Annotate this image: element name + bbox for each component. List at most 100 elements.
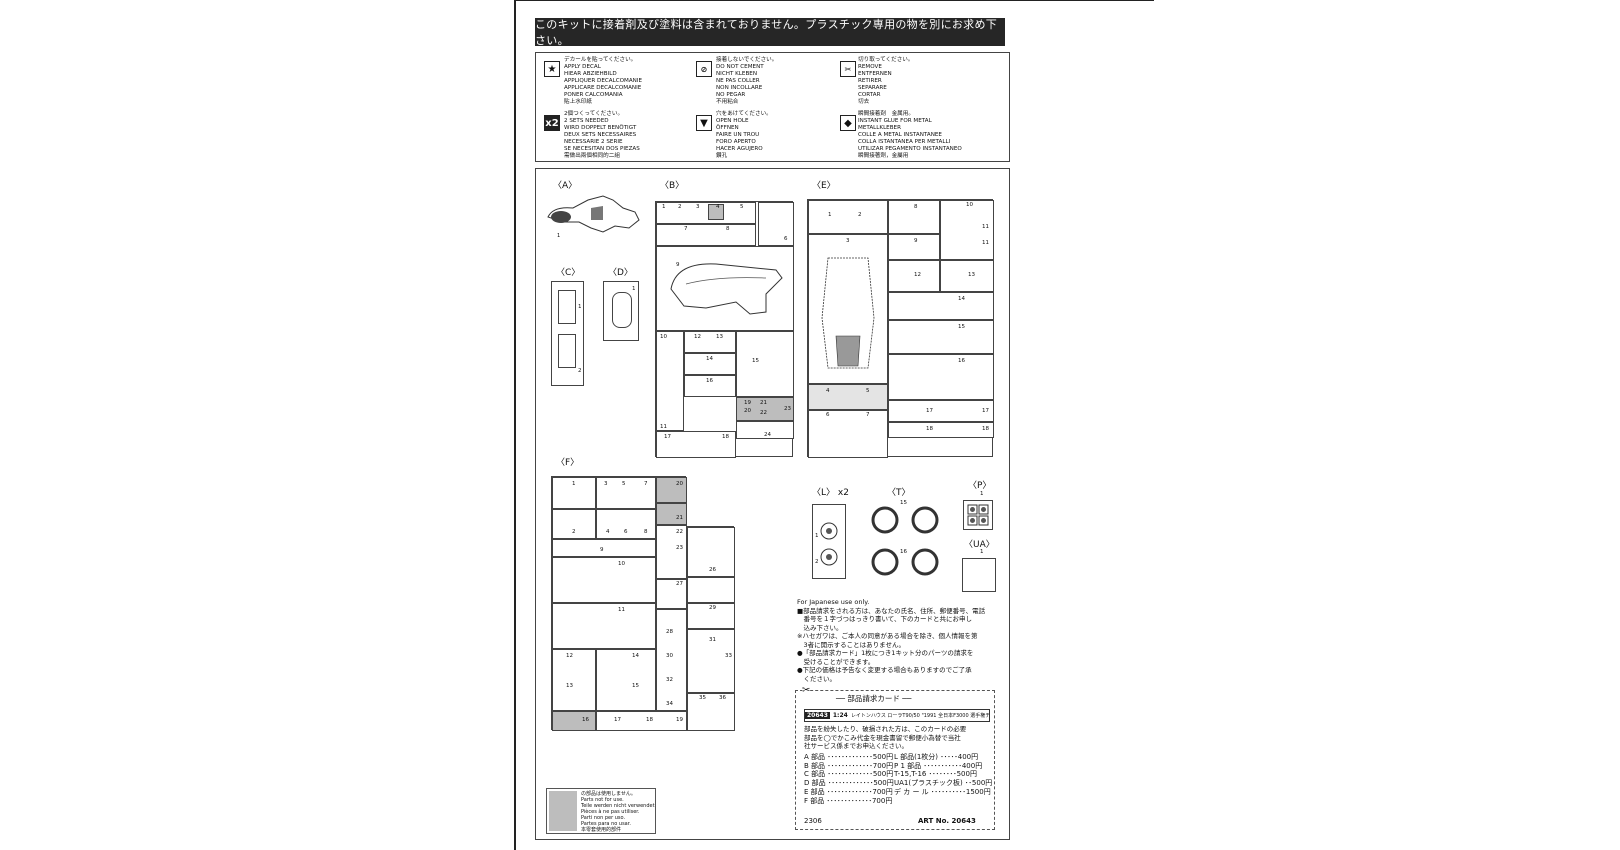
part-number: 18 xyxy=(722,434,729,440)
sprue-e-label: 〈E〉 xyxy=(812,181,836,191)
sprue-b-frame: 1 2 3 4 5 6 7 8 9 10 11 12 13 14 15 16 1… xyxy=(655,201,794,458)
sprue-p-frame xyxy=(963,500,993,530)
part-number: 13 xyxy=(716,334,723,340)
sprue-e-parts-6-7 xyxy=(808,410,888,458)
part-number: 35 xyxy=(699,695,706,701)
part-number: 20 xyxy=(676,481,683,487)
part-number: 1 xyxy=(815,533,819,539)
no-glue-icon: ⊘ xyxy=(696,61,712,77)
sprue-d-frame: 1 xyxy=(603,281,639,341)
parts-not-used-legend: の部品は使用しません。 Parts not for use. Teile wer… xyxy=(546,788,656,834)
order-card-footer-left: 2306 xyxy=(804,817,822,825)
sprue-f-part-26 xyxy=(687,527,735,577)
sprue-c-part-1 xyxy=(558,290,576,324)
sprue-f-parts-14-15 xyxy=(596,649,656,711)
sprue-f-right-column: 26 29 31 33 35 36 xyxy=(686,526,735,731)
sprue-c-part-2 xyxy=(558,334,576,368)
part-number: 8 xyxy=(726,226,730,232)
part-number: 27 xyxy=(676,581,683,587)
part-number: 7 xyxy=(644,481,648,487)
sprue-e-parts-17 xyxy=(888,400,994,422)
sprue-b-grey-part xyxy=(708,204,724,220)
part-number: 2 xyxy=(858,212,862,218)
sprue-e-part-9-box xyxy=(888,200,940,234)
part-number: 12 xyxy=(566,653,573,659)
japanese-ordering-note: For Japanese use only. ■部品請求をされる方は、あなたの氏… xyxy=(797,598,986,683)
kit-scale: 1:24 xyxy=(832,712,848,719)
sprue-b-parts-12-13 xyxy=(684,331,736,353)
article-number: ART No. 20643 xyxy=(918,817,976,825)
order-card-title: ── 部品請求カード ── xyxy=(836,694,912,703)
not-used-text: の部品は使用しません。 Parts not for use. Teile wer… xyxy=(581,791,655,833)
part-number: 23 xyxy=(676,545,683,551)
parts-order-card: ✂ ── 部品請求カード ── 20643 1:24 レイトンハウス ローラT9… xyxy=(795,685,995,830)
sprue-e-part-14 xyxy=(888,292,994,320)
sprue-f-parts-4-8 xyxy=(596,509,656,539)
part-number: 14 xyxy=(958,296,965,302)
part-number: 1 xyxy=(980,491,984,497)
instant-glue-icon: ◆ xyxy=(840,115,856,131)
sprue-l-frame: 1 2 xyxy=(812,504,846,579)
sprue-f-parts-28-33 xyxy=(656,609,687,711)
part-number: 9 xyxy=(914,238,918,244)
part-number: 7 xyxy=(684,226,688,232)
adhesive-warning-banner: このキットに接着剤及び塗料は含まれておりません。プラスチック専用の物を別にお求め… xyxy=(535,18,1005,47)
part-number: 1 xyxy=(572,481,576,487)
sprue-f-parts-35-36 xyxy=(687,693,735,731)
price-list-right: L 部品(1枚分) ･････400円 P 1 部品 ･･･････････40… xyxy=(894,753,993,796)
kit-id-bar: 20643 1:24 レイトンハウス ローラT90/50 "1991 全日本F3… xyxy=(804,709,990,722)
part-number: 10 xyxy=(966,202,973,208)
svg-text:1: 1 xyxy=(557,233,560,239)
part-number: 12 xyxy=(694,334,701,340)
sprue-e-parts-4-5 xyxy=(808,384,888,410)
part-number: 26 xyxy=(709,567,716,573)
symbol-legend: ★ デカールを貼ってください。 APPLY DECAL HIEAR ABZIEH… xyxy=(535,52,1010,162)
sprue-ua-label: 〈UA〉 xyxy=(964,540,995,550)
sprue-f-wheels-b xyxy=(687,603,735,629)
price-list-left: A 部品 ･････････････500円 B 部品 ････････････… xyxy=(804,753,894,805)
part-number: 1 xyxy=(662,204,666,210)
sprue-a-body-part: 1 xyxy=(547,195,640,239)
part-number: 24 xyxy=(764,432,771,438)
part-number: 22 xyxy=(760,410,767,416)
sprue-e-parts-1-2 xyxy=(808,200,888,234)
part-number: 16 xyxy=(958,358,965,364)
part-number: 2 xyxy=(578,368,582,374)
kit-code: 20643 xyxy=(805,712,830,719)
part-number: 16 xyxy=(706,378,713,384)
metal-wheel-parts xyxy=(820,522,838,566)
sprue-f-parts-31-34 xyxy=(687,629,735,693)
sprue-b-parts-17-18 xyxy=(656,431,736,458)
part-number: 3 xyxy=(604,481,608,487)
sprue-f-wheels-a xyxy=(687,577,735,603)
sprue-f-parts-12-13 xyxy=(552,649,596,711)
part-number: 14 xyxy=(706,356,713,362)
part-number: 4 xyxy=(826,388,830,394)
part-number: 23 xyxy=(784,406,791,412)
parts-map-frame xyxy=(535,168,1010,840)
sprue-f-part-9 xyxy=(552,539,656,557)
legend-do-not-cement: 接着しないでください。 DO NOT CEMENT NICHT KLEBEN N… xyxy=(716,57,778,105)
sprue-e-parts-10-11 xyxy=(940,200,994,260)
sprue-f-part-11 xyxy=(552,603,656,649)
sprue-b-parts-21-23 xyxy=(736,397,794,421)
sprue-e-part-16 xyxy=(888,354,994,400)
part-number: 30 xyxy=(666,653,673,659)
part-number: 15 xyxy=(632,683,639,689)
sprue-p-label: 〈P〉 xyxy=(968,481,992,491)
part-number: 15 xyxy=(958,324,965,330)
sprue-f-parts-3-7 xyxy=(596,477,656,509)
part-number: 4 xyxy=(606,529,610,535)
sprue-e-part-13 xyxy=(940,260,994,292)
x2-icon: x2 xyxy=(544,115,560,131)
kit-name: レイトンハウス ローラT90/50 "1991 全日本F3000 選手権チャンピ… xyxy=(850,713,989,719)
sprue-b-label: 〈B〉 xyxy=(660,181,685,191)
sprue-e-frame: 1 2 3 4 5 6 7 8 9 10 11 11 12 13 14 15 1… xyxy=(807,199,994,458)
sprue-b-row-2 xyxy=(656,224,756,246)
part-number: 18 xyxy=(646,717,653,723)
part-number: 9 xyxy=(600,547,604,553)
part-number: 21 xyxy=(760,400,767,406)
legend-open-hole: 穴をあけてください。 OPEN HOLE ÖFFNEN FAIRE UN TRO… xyxy=(716,111,772,159)
part-number: 8 xyxy=(644,529,648,535)
sprue-b-part-24 xyxy=(736,421,794,439)
